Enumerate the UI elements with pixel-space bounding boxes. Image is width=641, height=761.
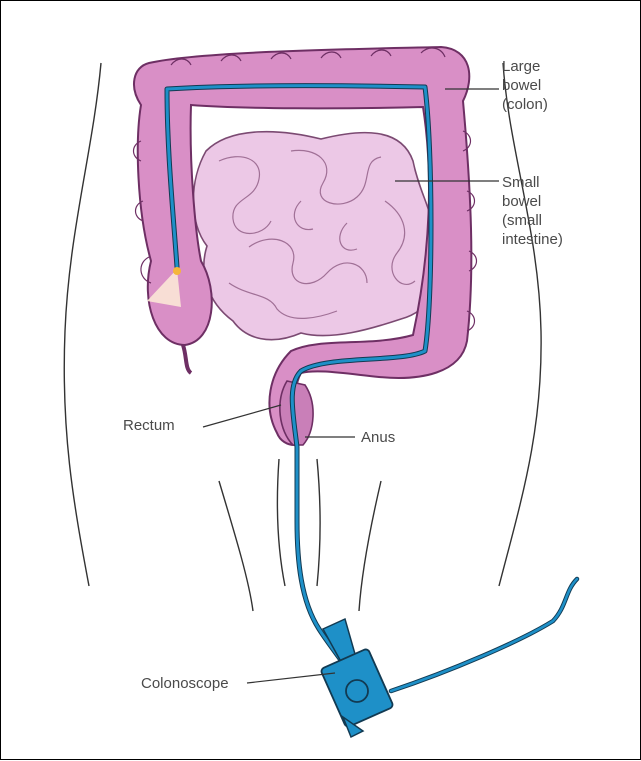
leg-outline-right — [359, 481, 381, 611]
label-rectum: Rectum — [123, 416, 175, 435]
colonoscope-handle — [320, 619, 394, 737]
gluteal-line-right — [317, 459, 320, 586]
label-large-bowel: Large bowel (colon) — [502, 57, 548, 114]
label-small-bowel: Small bowel (small intestine) — [502, 173, 563, 249]
label-anus: Anus — [361, 428, 395, 447]
gluteal-line-left — [277, 459, 285, 586]
rectum-leader — [203, 405, 281, 427]
leg-outline-left — [219, 481, 253, 611]
body-outline-right — [499, 63, 541, 586]
label-colonoscope: Colonoscope — [141, 674, 229, 693]
body-outline-left — [64, 63, 101, 586]
small-bowel — [193, 132, 438, 340]
colonoscope-leader — [247, 673, 335, 683]
